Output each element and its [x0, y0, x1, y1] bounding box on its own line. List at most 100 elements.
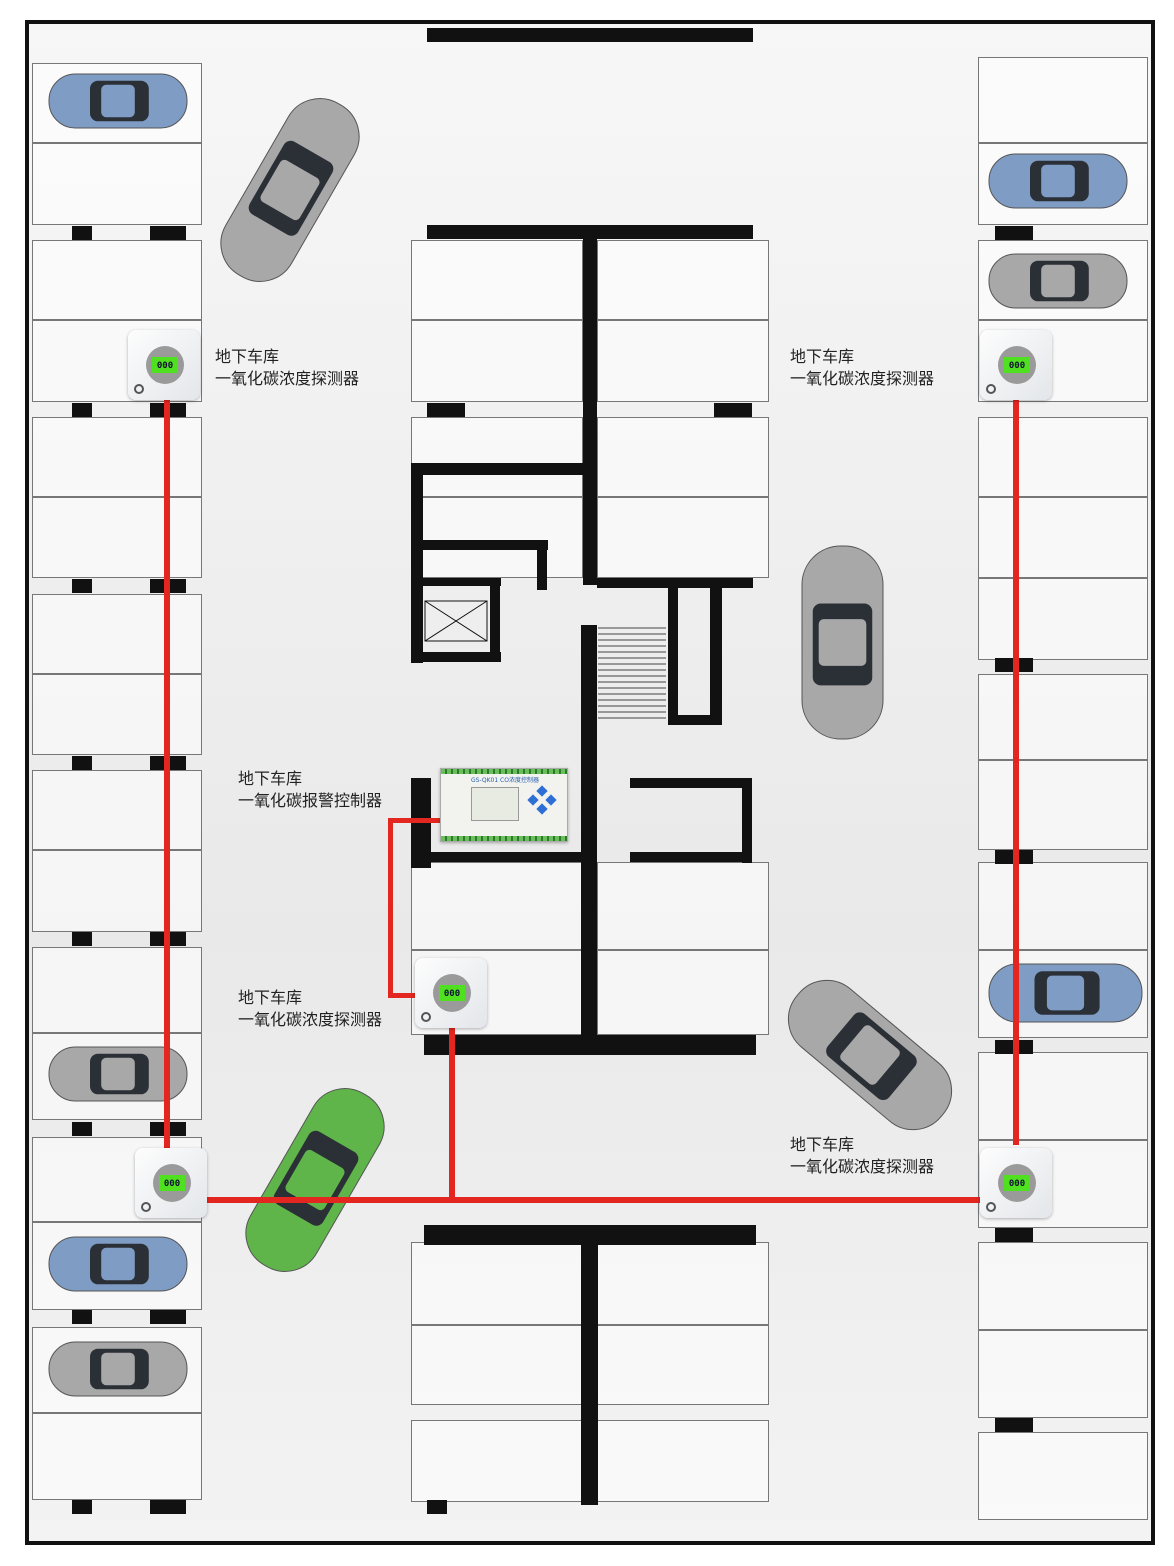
- brand-logo-icon: [134, 384, 144, 394]
- wheel-stop: [150, 226, 186, 240]
- label-line2: 一氧化碳浓度探测器: [215, 369, 360, 388]
- lcd-display: 000: [152, 357, 178, 373]
- signal-cable: [388, 818, 440, 823]
- controller-title: GS-QK01 CO浓度控制器: [471, 777, 539, 784]
- wall-segment: [668, 715, 722, 725]
- wall-segment: [630, 778, 752, 788]
- parking-stall: [411, 497, 583, 578]
- wall-segment: [710, 588, 722, 718]
- lcd-display: 000: [1004, 1175, 1030, 1191]
- signal-cable: [205, 1197, 980, 1203]
- car-icon: [801, 545, 884, 740]
- parking-stall: [597, 417, 769, 497]
- parking-stall: [978, 1432, 1148, 1520]
- wall-segment: [581, 625, 597, 1045]
- signal-cable: [1013, 400, 1019, 1145]
- detector-dial: 000: [146, 346, 184, 384]
- label-line1: 地下车库: [790, 347, 855, 366]
- co-detector: 000: [415, 958, 487, 1028]
- down-key-icon: [536, 803, 548, 815]
- lcd-display: 000: [159, 1175, 185, 1191]
- detector-label: 地下车库一氧化碳浓度探测器: [215, 346, 359, 390]
- lcd-display: 000: [439, 985, 465, 1001]
- parking-stall: [978, 497, 1148, 578]
- wall-segment: [411, 652, 501, 662]
- terminal-strip-top: [441, 769, 567, 774]
- parking-stall: [32, 497, 202, 578]
- parking-stall: [978, 57, 1148, 143]
- lcd-display: 000: [1004, 357, 1030, 373]
- parking-stall: [597, 1420, 769, 1502]
- co-detector: 000: [128, 330, 200, 400]
- brand-logo-icon: [986, 1202, 996, 1212]
- wall-segment: [427, 28, 753, 42]
- detector-dial: 000: [998, 346, 1036, 384]
- wall-segment: [411, 578, 501, 586]
- parking-stall: [32, 947, 202, 1033]
- parking-stall: [32, 674, 202, 755]
- wheel-stop: [995, 226, 1033, 240]
- parking-stall: [32, 850, 202, 932]
- wall-segment: [668, 588, 678, 718]
- wall-segment: [424, 1035, 756, 1055]
- parking-stall: [978, 1330, 1148, 1418]
- detector-dial: 000: [998, 1164, 1036, 1202]
- parking-stall: [978, 417, 1148, 497]
- car-icon: [48, 73, 188, 129]
- detector-dial: 000: [153, 1164, 191, 1202]
- wall-segment: [714, 1035, 754, 1055]
- parking-stall: [978, 760, 1148, 850]
- car-icon: [988, 963, 1143, 1023]
- controller-screen: [471, 787, 519, 821]
- label-line2: 一氧化碳报警控制器: [238, 791, 383, 810]
- signal-cable: [164, 400, 170, 1200]
- signal-cable: [388, 818, 393, 998]
- parking-stall: [32, 594, 202, 674]
- parking-stall: [32, 143, 202, 225]
- detector-label: 地下车库一氧化碳浓度探测器: [790, 1134, 934, 1178]
- parking-stall: [411, 862, 583, 950]
- parking-stall: [597, 950, 769, 1035]
- parking-stall: [978, 1052, 1148, 1140]
- detector-label: 地下车库一氧化碳浓度探测器: [238, 987, 382, 1031]
- wheel-stop: [72, 1500, 92, 1514]
- wall-segment: [742, 778, 752, 863]
- wall-segment: [411, 778, 431, 868]
- label-line1: 地下车库: [238, 769, 303, 788]
- car-icon: [48, 1341, 188, 1397]
- controller-label: 地下车库一氧化碳报警控制器: [238, 768, 382, 812]
- terminal-strip-bottom: [441, 836, 567, 841]
- parking-stall: [597, 240, 769, 320]
- wheel-stop: [150, 1310, 186, 1324]
- parking-stall: [411, 240, 583, 320]
- brand-logo-icon: [421, 1012, 431, 1022]
- parking-stall: [411, 320, 583, 402]
- detector-label: 地下车库一氧化碳浓度探测器: [790, 346, 934, 390]
- up-key-icon: [536, 785, 548, 797]
- parking-stall: [597, 497, 769, 578]
- wheel-stop: [72, 1310, 92, 1324]
- wall-segment: [411, 852, 581, 862]
- wall-segment: [411, 463, 423, 663]
- parking-stall: [32, 1413, 202, 1500]
- parking-stall: [597, 862, 769, 950]
- wheel-stop: [72, 932, 92, 946]
- car-icon: [48, 1046, 188, 1102]
- parking-stall: [411, 417, 583, 497]
- elevator-shaft-icon: [424, 600, 488, 642]
- label-line2: 一氧化碳浓度探测器: [790, 369, 935, 388]
- parking-stall: [978, 1242, 1148, 1330]
- staircase: [598, 627, 666, 719]
- parking-stall: [978, 674, 1148, 760]
- wall-segment: [583, 225, 597, 585]
- parking-stall: [597, 1242, 769, 1325]
- label-line2: 一氧化碳浓度探测器: [238, 1010, 383, 1029]
- parking-stall: [411, 1420, 583, 1502]
- wall-segment: [537, 540, 547, 590]
- wheel-stop: [72, 579, 92, 593]
- parking-stall: [411, 1242, 583, 1325]
- brand-logo-icon: [986, 384, 996, 394]
- co-detector: 000: [135, 1148, 207, 1218]
- parking-stall: [411, 1325, 583, 1405]
